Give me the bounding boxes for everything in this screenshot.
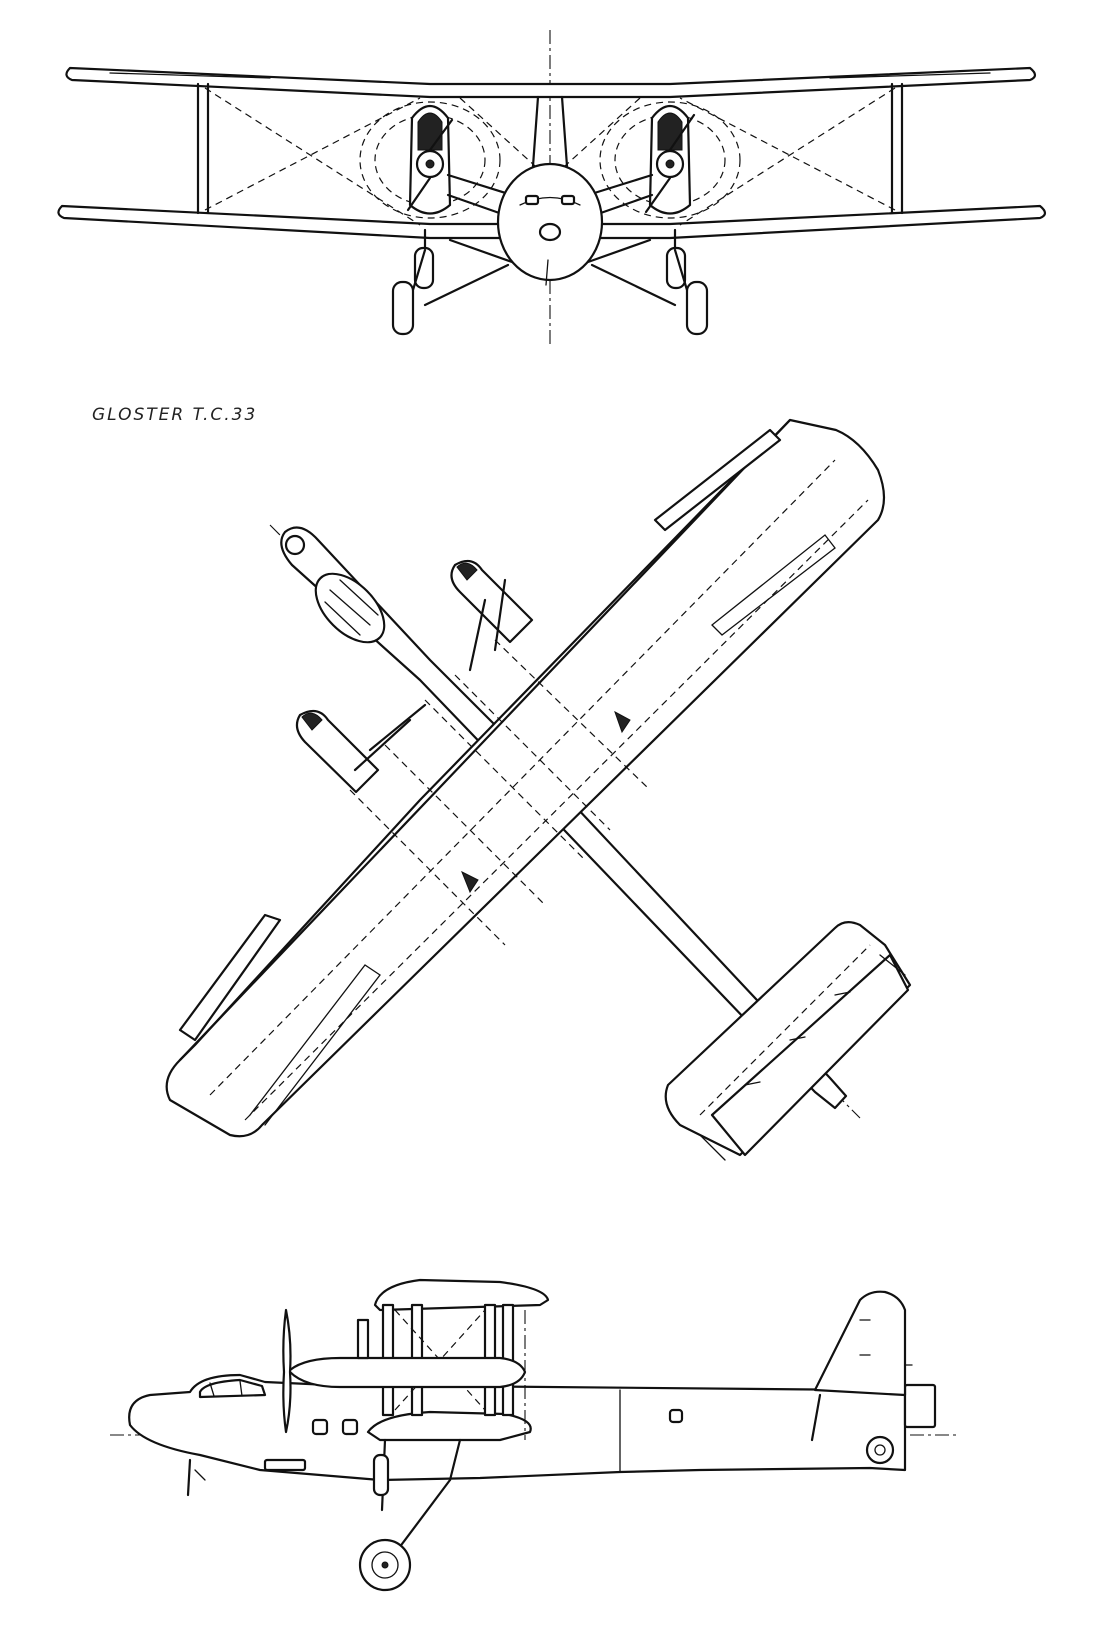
- front-view: [57, 30, 1047, 348]
- drawing-title: GLOSTER T.C.33: [92, 405, 258, 425]
- side-view: [110, 1278, 960, 1592]
- plan-view: [165, 418, 912, 1161]
